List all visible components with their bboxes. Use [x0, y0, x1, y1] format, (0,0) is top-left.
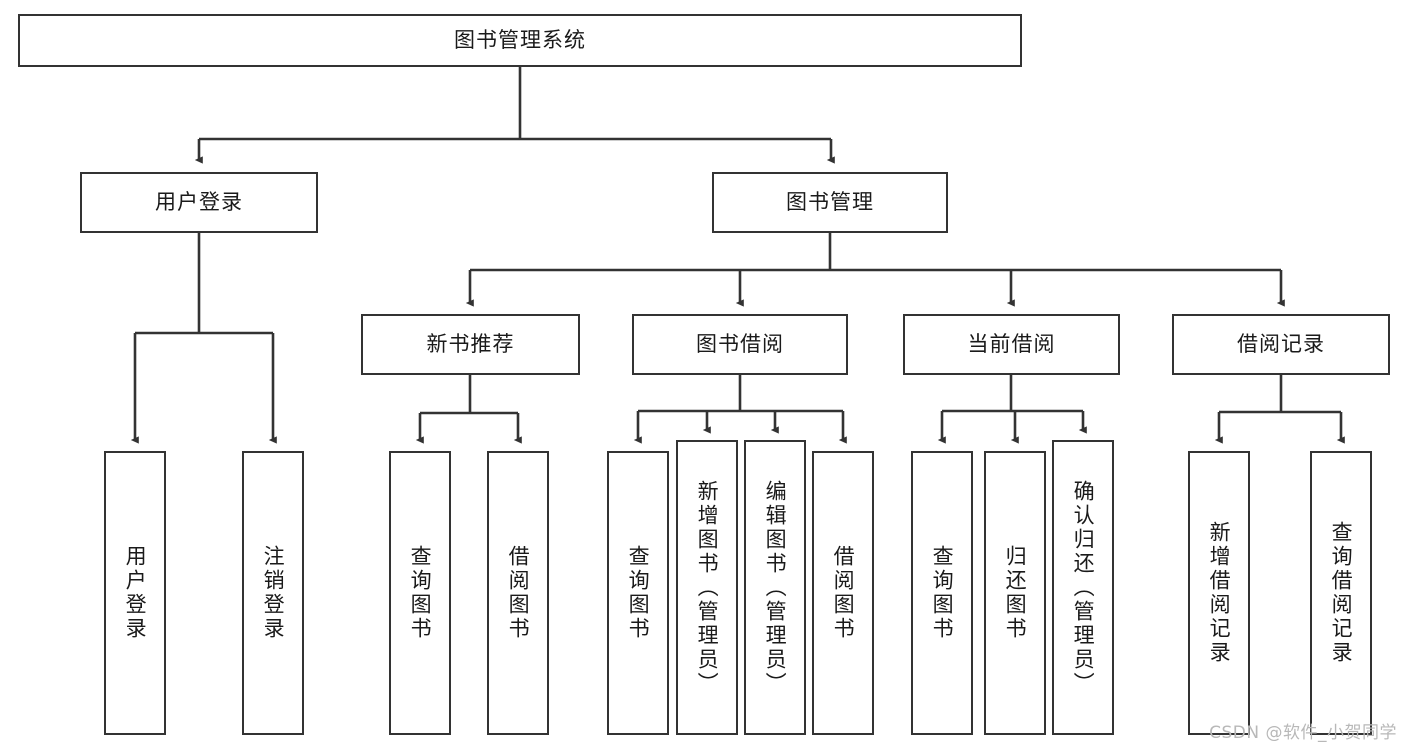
node-book-management[interactable]: 图书管理 [712, 172, 948, 233]
leaf-query-book-recommend[interactable]: 查询图书 [389, 451, 451, 735]
leaf-return-book-label: 归还图书 [1003, 545, 1028, 641]
leaf-query-book-current[interactable]: 查询图书 [911, 451, 973, 735]
node-root-label: 图书管理系统 [454, 27, 586, 52]
node-new-book-recommend-label: 新书推荐 [426, 331, 515, 356]
leaf-add-book-admin-label: 新增图书（管理员） [695, 479, 720, 696]
node-book-borrow[interactable]: 图书借阅 [632, 314, 848, 375]
leaf-query-book-borrow-label: 查询图书 [626, 545, 651, 641]
node-current-borrow[interactable]: 当前借阅 [903, 314, 1120, 375]
leaf-return-book[interactable]: 归还图书 [984, 451, 1046, 735]
leaf-confirm-return-admin[interactable]: 确认归还（管理员） [1052, 440, 1114, 735]
node-new-book-recommend[interactable]: 新书推荐 [361, 314, 580, 375]
leaf-borrow-book-recommend-label: 借阅图书 [506, 545, 531, 641]
leaf-logout-label: 注销登录 [261, 545, 286, 641]
node-current-borrow-label: 当前借阅 [967, 331, 1056, 356]
watermark-text: CSDN @软件_小贺同学 [1209, 723, 1397, 743]
leaf-add-borrow-record-label: 新增借阅记录 [1207, 521, 1232, 665]
leaf-query-book-borrow[interactable]: 查询图书 [607, 451, 669, 735]
leaf-user-login-label: 用户登录 [123, 545, 148, 641]
leaf-borrow-book-label: 借阅图书 [831, 545, 856, 641]
leaf-user-login[interactable]: 用户登录 [104, 451, 166, 735]
leaf-query-book-recommend-label: 查询图书 [408, 545, 433, 641]
leaf-borrow-book-recommend[interactable]: 借阅图书 [487, 451, 549, 735]
node-borrow-record-label: 借阅记录 [1237, 331, 1325, 356]
leaf-add-book-admin[interactable]: 新增图书（管理员） [676, 440, 738, 735]
leaf-borrow-book[interactable]: 借阅图书 [812, 451, 874, 735]
leaf-edit-book-admin[interactable]: 编辑图书（管理员） [744, 440, 806, 735]
node-user-login-label: 用户登录 [155, 189, 243, 214]
node-borrow-record[interactable]: 借阅记录 [1172, 314, 1390, 375]
leaf-query-borrow-record[interactable]: 查询借阅记录 [1310, 451, 1372, 735]
leaf-query-book-current-label: 查询图书 [930, 545, 955, 641]
leaf-add-borrow-record[interactable]: 新增借阅记录 [1188, 451, 1250, 735]
leaf-edit-book-admin-label: 编辑图书（管理员） [763, 479, 788, 696]
leaf-confirm-return-admin-label: 确认归还（管理员） [1071, 479, 1096, 696]
node-book-management-label: 图书管理 [786, 189, 874, 214]
leaf-query-borrow-record-label: 查询借阅记录 [1329, 521, 1354, 665]
node-user-login[interactable]: 用户登录 [80, 172, 318, 233]
node-book-borrow-label: 图书借阅 [696, 331, 784, 356]
leaf-logout[interactable]: 注销登录 [242, 451, 304, 735]
node-root[interactable]: 图书管理系统 [18, 14, 1022, 67]
